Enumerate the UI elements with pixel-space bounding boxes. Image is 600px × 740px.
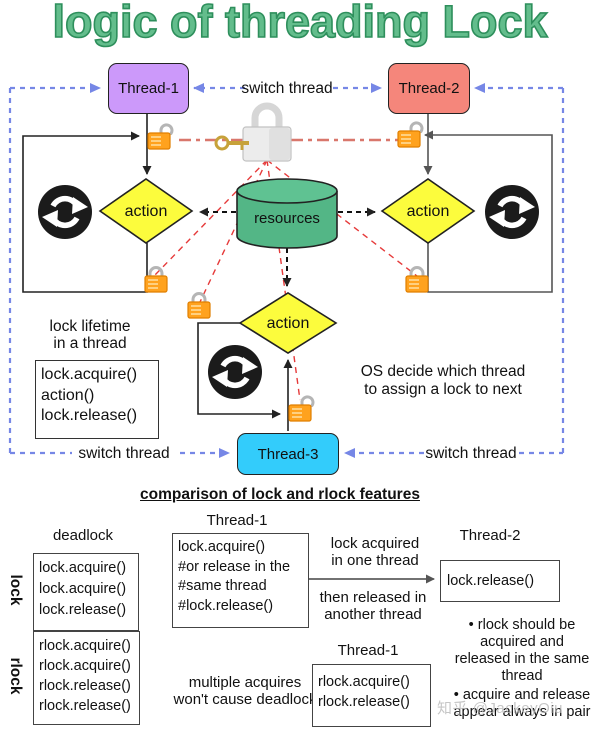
page-title: logic of threading Lock [52, 0, 549, 48]
rlock-row-label: rlock [7, 657, 24, 695]
key-lock-icon [214, 102, 292, 162]
closed-padlock-icon [143, 266, 169, 294]
code-line: rlock.acquire() [39, 638, 131, 654]
note-line: won't cause deadlock [173, 691, 317, 708]
comparison-heading: comparison of lock and rlock features [140, 486, 420, 503]
lock-thread2-label: Thread-2 [459, 527, 521, 544]
action-diamond-left [98, 178, 194, 244]
code-line: #lock.release() [178, 597, 274, 614]
repeat-cycle-icon [38, 185, 92, 239]
code-line: lock.acquire() [178, 539, 266, 555]
resources-cylinder [236, 178, 338, 249]
rlock-code-box: rlock.acquire() rlock.acquire() rlock.re… [33, 631, 140, 725]
thread-3-node: Thread-3 [237, 433, 339, 475]
resource-access-arrows [199, 207, 376, 287]
repeat-cycle-icon [208, 345, 262, 399]
rlock-feature-bullets: • rlock should be acquired and released … [443, 617, 600, 721]
closed-padlock-icon [404, 266, 430, 294]
rlock-note: multiple acquires won't cause deadlock [163, 674, 327, 708]
switch-thread-frame [8, 83, 565, 458]
bullet-line: acquired and [480, 634, 564, 650]
thread-2-node: Thread-2 [388, 63, 470, 114]
code-line: lock.release() [447, 573, 535, 589]
note-line: multiple acquires [188, 674, 302, 691]
os-note: OS decide which thread to assign a lock … [348, 363, 538, 399]
code-line: rlock.release() [39, 678, 131, 694]
lock-lifetime-line: lock lifetime [49, 318, 131, 335]
code-line: lock.acquire() [39, 581, 127, 597]
switch-thread-label-bottom-left: switch thread [78, 445, 170, 462]
bullet-line: • rlock should be [468, 617, 576, 633]
switch-thread-label-top: switch thread [241, 80, 333, 97]
lock-lifetime-line: in a thread [53, 335, 127, 352]
lock-lifetime-note: lock lifetime in a thread [28, 318, 152, 352]
code-line: lock.acquire() [39, 560, 127, 576]
thread3-flow-lines [197, 322, 293, 431]
action-label-right: action [406, 203, 450, 220]
action-diamond-middle [238, 292, 338, 354]
code-line: rlock.acquire() [39, 658, 131, 674]
rlock-thread1-label: Thread-1 [337, 642, 399, 659]
note-line: in one thread [331, 551, 419, 569]
action-label-left: action [124, 203, 168, 220]
deadlock-code-box: lock.acquire() lock.acquire() lock.relea… [33, 553, 139, 631]
note-line: then released in [319, 589, 427, 606]
code-line: rlock.release() [39, 698, 131, 714]
switch-thread-label-bottom-right: switch thread [425, 445, 517, 462]
lifetime-code-box: lock.acquire() action() lock.release() [35, 360, 159, 439]
open-padlock-icon [146, 123, 174, 151]
bullet-line: appear always in pair [453, 704, 591, 720]
lock-thread1-code-box: lock.acquire() #or release in the #same … [172, 533, 309, 628]
lock-thread1-label: Thread-1 [206, 512, 268, 529]
thread-1-node: Thread-1 [108, 63, 189, 114]
code-line: #or release in the [178, 558, 291, 575]
bullet-line: released in the same [454, 651, 590, 667]
repeat-cycle-icon [485, 185, 539, 239]
bullet-line: thread [501, 668, 543, 684]
open-padlock-icon [396, 121, 424, 149]
code-line: lock.release() [41, 407, 138, 424]
note-line: another thread [324, 605, 422, 623]
code-line: rlock.release() [318, 694, 410, 710]
rlock-thread1-code-box: rlock.acquire() rlock.release() [312, 664, 431, 727]
open-padlock-icon [287, 395, 315, 423]
code-line: action() [41, 386, 95, 404]
lock-released-note: then released in another thread [302, 589, 444, 623]
deadlock-label: deadlock [52, 527, 114, 544]
bullet-line: • acquire and release [453, 687, 591, 703]
lock-thread2-code-box: lock.release() [440, 560, 560, 602]
watermark: 知乎 @JackeyOiu [437, 700, 563, 717]
code-line: rlock.acquire() [318, 674, 410, 690]
lock-acquired-note: lock acquired in one thread [305, 535, 445, 569]
thread2-flow-lines [423, 112, 553, 293]
code-line: #same thread [178, 578, 267, 594]
os-note-line: to assign a lock to next [364, 381, 522, 398]
lock-row-label: lock [7, 574, 24, 606]
code-line: lock.acquire() [41, 366, 138, 383]
resources-label: resources [254, 210, 320, 227]
note-line: lock acquired [330, 535, 420, 552]
action-diamond-right [380, 178, 476, 244]
action-label-middle: action [266, 315, 310, 332]
os-note-line: OS decide which thread [360, 363, 526, 380]
closed-padlock-icon [186, 292, 212, 320]
code-line: lock.release() [39, 602, 127, 618]
